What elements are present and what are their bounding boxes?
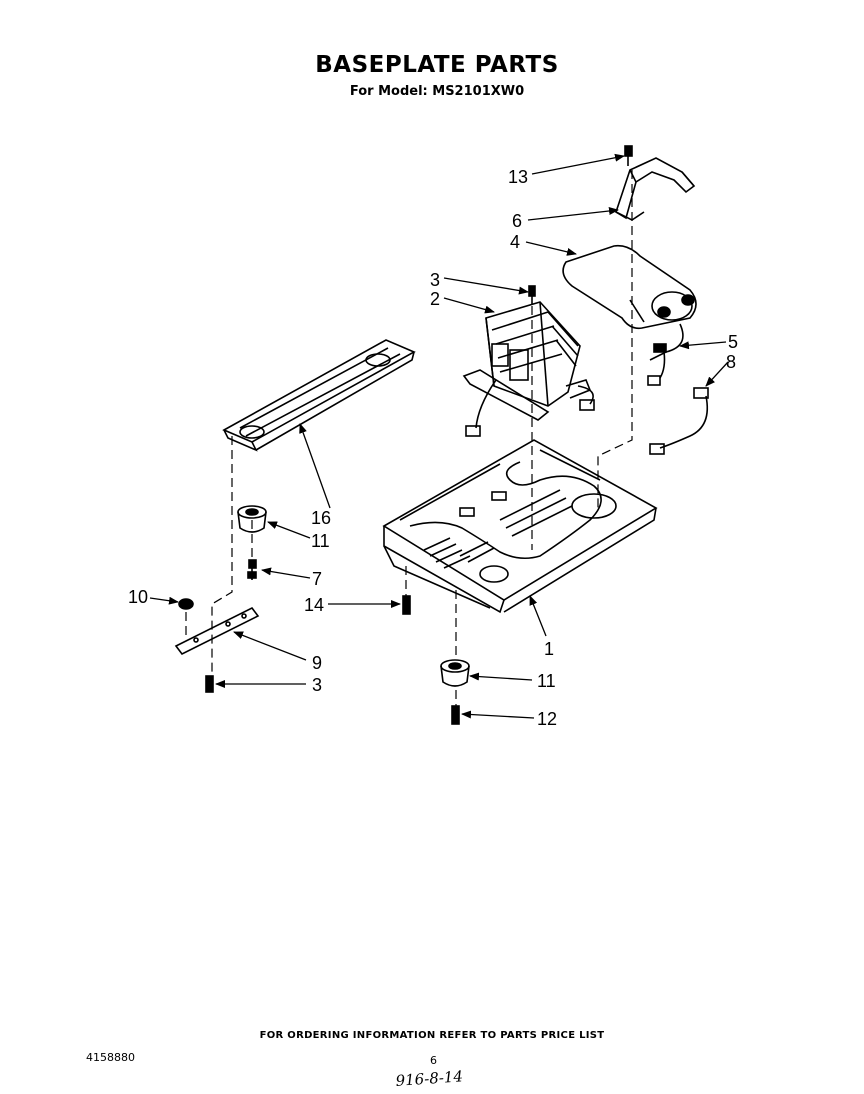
screw-part-3-upper — [528, 285, 536, 304]
screw-part-13 — [624, 145, 633, 166]
strap-part-9 — [174, 606, 260, 656]
callout-13: 13 — [508, 167, 528, 187]
callout-9: 9 — [312, 653, 322, 673]
wire-part-5 — [647, 323, 684, 386]
baseplate-part-1 — [382, 439, 658, 614]
screw-part-3-lower — [205, 675, 214, 693]
screw-part-14 — [402, 595, 411, 615]
callout-6: 6 — [512, 211, 522, 231]
callout-12: 12 — [537, 709, 557, 729]
screw-part-12 — [451, 705, 460, 725]
capacitor-part-4 — [562, 244, 697, 330]
callout-7: 7 — [312, 569, 322, 589]
assembly-lines — [185, 170, 633, 706]
page-number: 6 — [430, 1054, 437, 1067]
callout-5: 5 — [728, 332, 738, 352]
model-subtitle: For Model: MS2101XW0 — [349, 84, 525, 99]
callout-1: 1 — [544, 639, 554, 659]
callout-3-lower: 3 — [312, 675, 322, 695]
bracket-part-6 — [615, 157, 696, 221]
callout-2: 2 — [430, 289, 440, 309]
callout-16: 16 — [311, 508, 331, 528]
transformer-part-2 — [462, 301, 595, 437]
page-title: BASEPLATE PARTS — [315, 52, 559, 78]
foot-part-11-left — [237, 505, 267, 533]
screw-part-7 — [247, 559, 257, 580]
ordering-note: FOR ORDERING INFORMATION REFER TO PARTS … — [259, 1030, 605, 1041]
foot-part-11-right — [440, 659, 470, 687]
document-part-number: 4158880 — [86, 1051, 135, 1064]
leader-lines — [149, 153, 729, 719]
callout-8: 8 — [726, 352, 736, 372]
callout-11-left: 11 — [311, 531, 330, 551]
callout-10: 10 — [128, 587, 148, 607]
wire-part-8 — [649, 387, 709, 455]
callout-11-right: 11 — [537, 671, 556, 691]
callout-labels: 13 6 4 3 2 5 8 16 11 7 10 14 1 9 3 11 12 — [128, 167, 738, 729]
rail-part-16 — [222, 339, 416, 452]
callout-3-upper: 3 — [430, 270, 440, 290]
callout-14: 14 — [304, 595, 324, 615]
callout-4: 4 — [510, 232, 520, 252]
nut-part-10 — [178, 598, 194, 610]
